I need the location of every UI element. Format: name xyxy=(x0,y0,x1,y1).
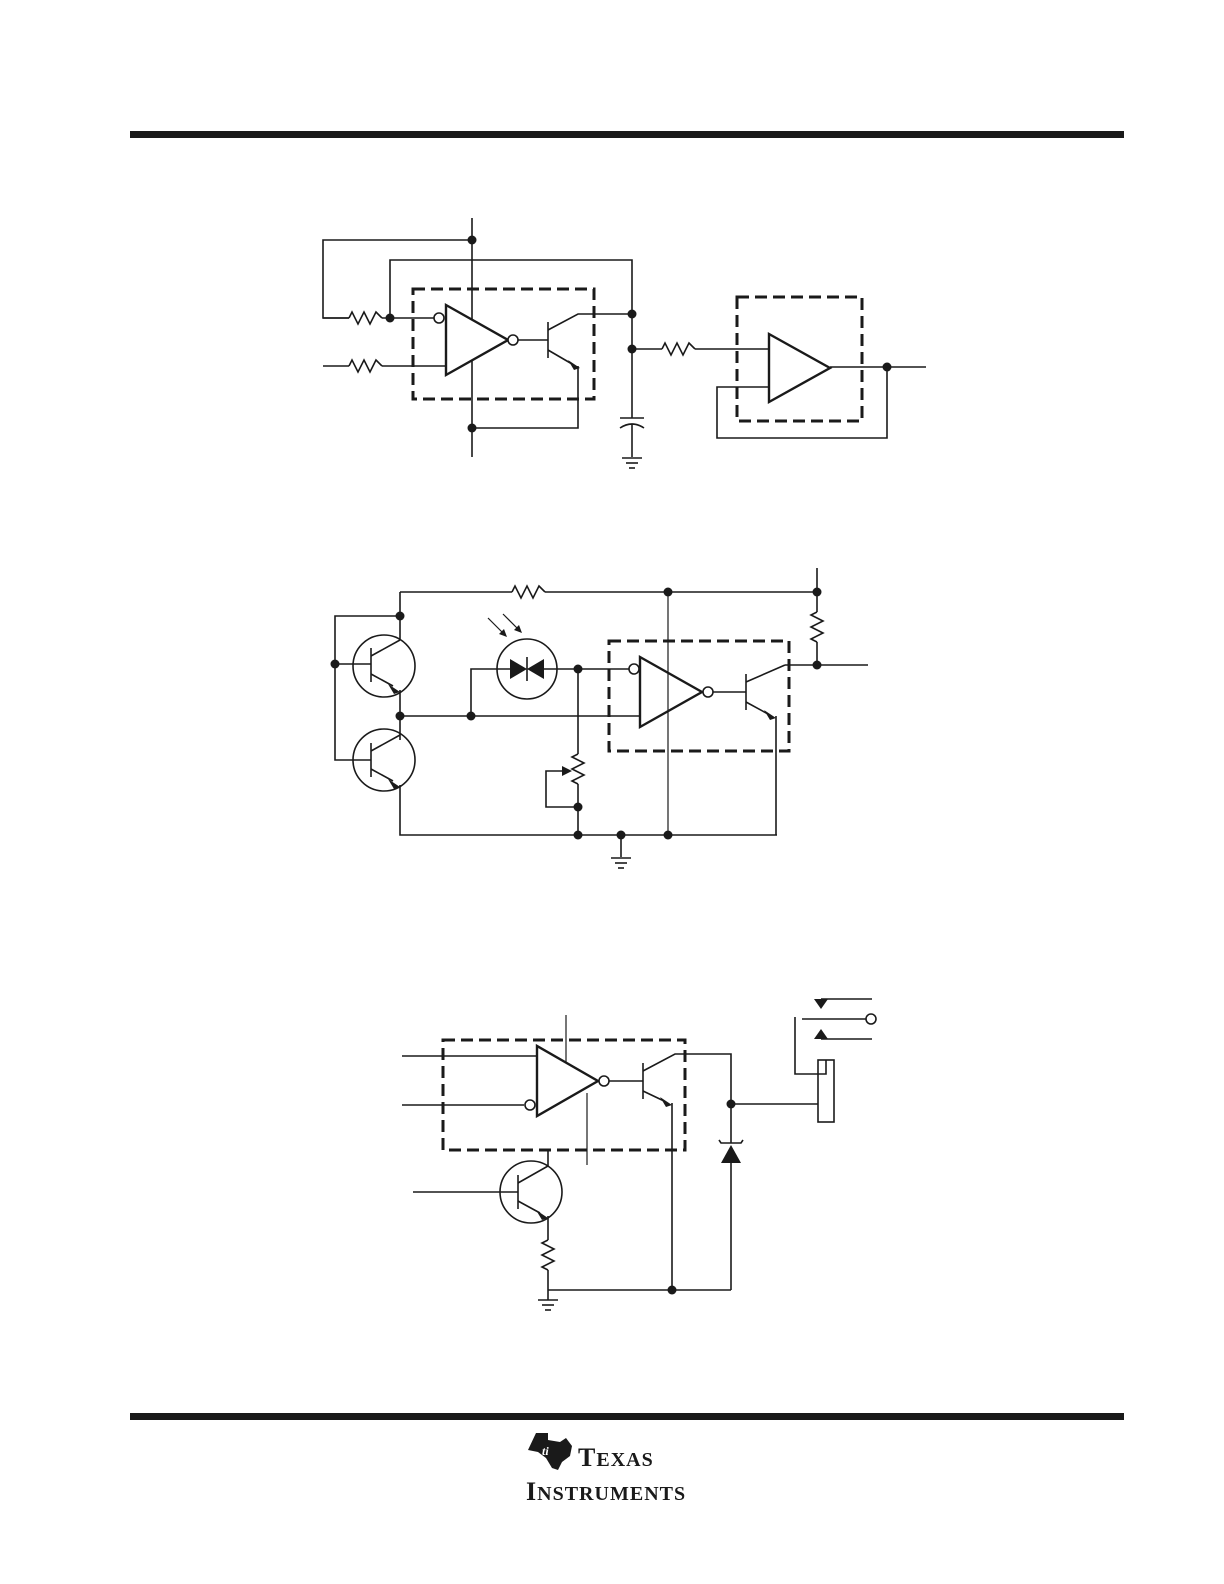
comparator-2 xyxy=(628,654,714,730)
header-rule xyxy=(130,131,1124,138)
ti-state-outline-logo: ti xyxy=(528,1433,572,1470)
logo-line-2: INSTRUMENTS xyxy=(526,1477,686,1506)
comparator-3 xyxy=(524,1043,610,1119)
ground-3 xyxy=(537,1299,559,1311)
output-transistor-2 xyxy=(713,664,786,835)
lower-transistor xyxy=(352,728,777,836)
schematic-1 xyxy=(322,218,926,469)
output-transistor-1 xyxy=(472,313,632,429)
buffer-package xyxy=(735,295,864,423)
buffer-input-resistor xyxy=(632,341,769,357)
flyback-diode xyxy=(718,1139,744,1290)
logo-line-1: TEXAS xyxy=(578,1443,654,1472)
filter-capacitor xyxy=(619,417,645,469)
svg-text:ti: ti xyxy=(542,1444,549,1458)
comparator-package-2 xyxy=(607,639,791,753)
input-resistor-1 xyxy=(323,310,434,326)
footer-rule xyxy=(130,1413,1124,1420)
comparator-1 xyxy=(433,302,519,378)
ground-2 xyxy=(610,857,632,869)
driver-transistor xyxy=(413,1150,563,1240)
schematic-2 xyxy=(330,568,868,869)
comparator-package-1 xyxy=(411,287,596,401)
potentiometer xyxy=(545,669,586,835)
texas-instruments-logo: ti TEXAS INSTRUMENTS xyxy=(526,1433,686,1506)
photodiode xyxy=(470,613,634,716)
input-resistor-2 xyxy=(323,358,446,374)
output-transistor-3 xyxy=(609,1053,732,1290)
schematic-3 xyxy=(402,998,877,1311)
emitter-resistor xyxy=(540,1239,556,1300)
buffer-amplifier xyxy=(767,331,833,405)
relay-contacts xyxy=(794,998,877,1075)
comparator-package-3 xyxy=(441,1038,687,1152)
pull-up-resistor xyxy=(809,611,825,643)
upper-transistor xyxy=(335,634,416,740)
